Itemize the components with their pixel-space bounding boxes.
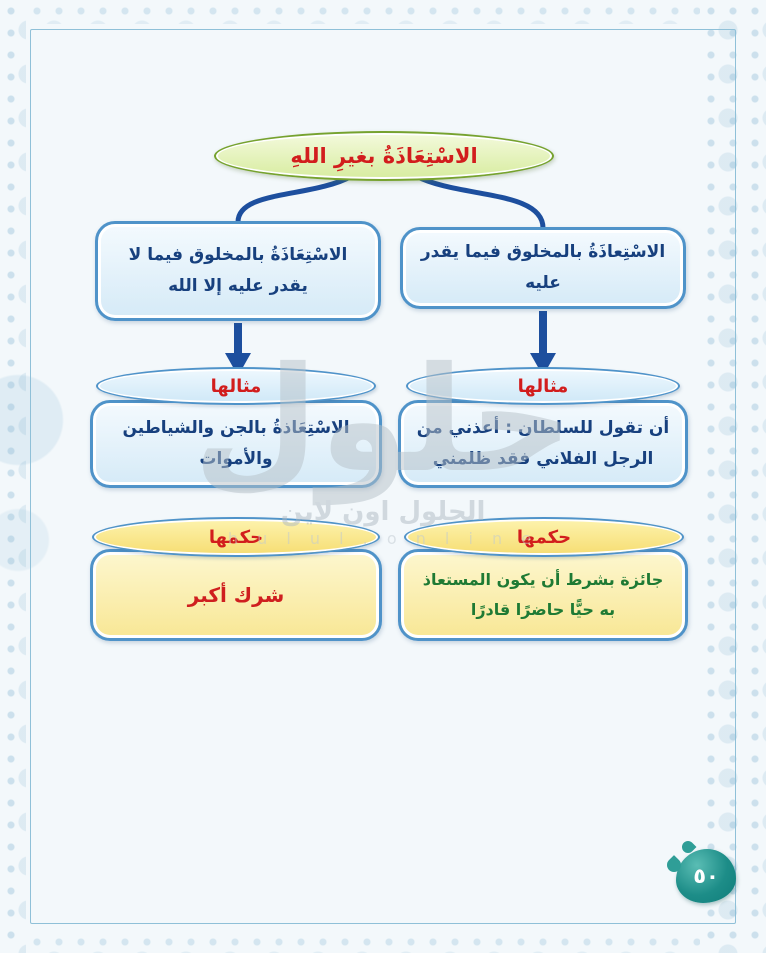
ruling-text-left: شرك أكبر bbox=[187, 583, 285, 607]
ruling-label-ellipse-left: حكمها bbox=[92, 517, 380, 557]
ruling-label-ellipse-right: حكمها bbox=[404, 517, 684, 557]
definition-box-left: الاسْتِعَاذَةُ بالمخلوق فيما لا يقدر علي… bbox=[95, 221, 381, 321]
root-node: الاسْتِعَاذَةُ بغيرِ اللهِ bbox=[214, 131, 554, 181]
root-node-label: الاسْتِعَاذَةُ بغيرِ اللهِ bbox=[290, 144, 478, 168]
ornament-border-bottom bbox=[26, 931, 700, 953]
ruling-label-right: حكمها bbox=[516, 526, 572, 548]
ornament-border-top bbox=[26, 0, 700, 24]
example-label-left: مثالها bbox=[210, 375, 262, 397]
definition-text-left: الاسْتِعَاذَةُ بالمخلوق فيما لا يقدر علي… bbox=[128, 245, 348, 296]
page-number: ٥٠ bbox=[693, 864, 719, 888]
branch-line-left bbox=[235, 173, 355, 225]
example-text-left: الاسْتِعَاذةُ بالجن والشياطين والأموات bbox=[122, 418, 350, 469]
definition-text-right: الاسْتِعاذَةُ بالمخلوق فيما يقدر عليه bbox=[420, 242, 666, 293]
example-label-ellipse-left: مثالها bbox=[96, 367, 376, 405]
ruling-label-left: حكمها bbox=[208, 526, 264, 548]
branch-line-right bbox=[413, 173, 546, 231]
example-text-right: أن تقول للسلطان : أعذني من الرجل الفلاني… bbox=[416, 418, 670, 469]
ornament-border-left bbox=[0, 0, 26, 953]
ruling-text-right: جائزة بشرط أن يكون المستعاذ به حيًّا حاض… bbox=[422, 569, 664, 619]
ruling-box-left: شرك أكبر bbox=[90, 549, 382, 641]
definition-box-right: الاسْتِعاذَةُ بالمخلوق فيما يقدر عليه bbox=[400, 227, 686, 309]
ornament-border-right bbox=[700, 0, 766, 953]
example-label-right: مثالها bbox=[517, 375, 569, 397]
page-number-badge: ٥٠ bbox=[676, 849, 736, 903]
example-box-left: الاسْتِعَاذةُ بالجن والشياطين والأموات bbox=[90, 400, 382, 488]
example-box-right: أن تقول للسلطان : أعذني من الرجل الفلاني… bbox=[398, 400, 688, 488]
ruling-box-right: جائزة بشرط أن يكون المستعاذ به حيًّا حاض… bbox=[398, 549, 688, 641]
example-label-ellipse-right: مثالها bbox=[406, 367, 680, 405]
